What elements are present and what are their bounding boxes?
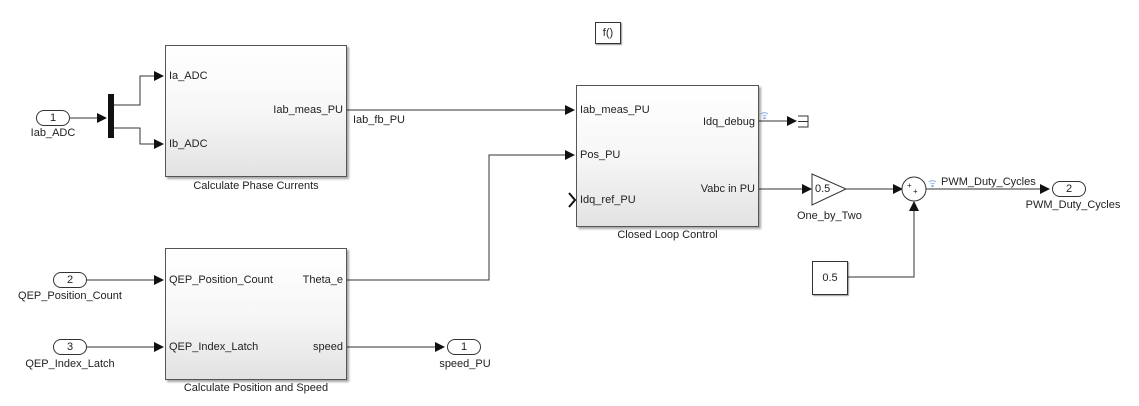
constant-block[interactable]: 0.5 <box>812 261 848 295</box>
gain-block[interactable] <box>811 173 848 206</box>
port-ia-adc: Ia_ADC <box>169 70 208 82</box>
port-theta-e: Theta_e <box>302 274 343 286</box>
subsystem-closed-loop-control[interactable]: Iab_meas_PU Pos_PU Idq_ref_PU Idq_debug … <box>576 85 759 227</box>
signal-log-icon <box>760 112 769 120</box>
port-vabc-in-pu: Vabc in PU <box>700 183 755 195</box>
gain-value: 0.5 <box>815 183 831 195</box>
wire-ib-adc[interactable] <box>114 127 164 149</box>
port-pos-pu: Pos_PU <box>580 149 621 161</box>
position-speed-title: Calculate Position and Speed <box>183 382 329 394</box>
inport-2-label: QEP_Position_Count <box>18 290 122 302</box>
function-call-block[interactable]: f() <box>595 22 621 44</box>
wire-theta-e[interactable] <box>346 150 575 281</box>
outport-2[interactable]: 2 <box>1052 181 1086 197</box>
sum-sign-1: + <box>907 181 912 190</box>
port-idq-debug: Idq_debug <box>703 116 755 128</box>
port-idq-ref-pu: Idq_ref_PU <box>580 194 636 206</box>
inport-3[interactable]: 3 <box>53 339 87 355</box>
outport-2-label: PWM_Duty_Cycles <box>1025 199 1121 211</box>
wire-constant[interactable] <box>847 201 919 278</box>
signal-label-iab-fb-pu[interactable]: Iab_fb_PU <box>353 114 405 126</box>
phase-currents-title: Calculate Phase Currents <box>193 180 319 192</box>
signal-log-icon <box>928 180 937 188</box>
sum-block[interactable] <box>901 176 927 202</box>
outport-1-label: speed_PU <box>439 358 491 370</box>
inport-1[interactable]: 1 <box>36 110 70 126</box>
sum-sign-2: + <box>913 187 918 196</box>
inport-3-label: QEP_Index_Latch <box>25 358 115 370</box>
mux-block[interactable] <box>108 94 114 138</box>
closed-loop-title: Closed Loop Control <box>617 229 718 241</box>
inport-2[interactable]: 2 <box>53 272 87 288</box>
port-qep-index-latch: QEP_Index_Latch <box>169 341 259 353</box>
subsystem-position-speed[interactable]: QEP_Position_Count QEP_Index_Latch Theta… <box>165 248 347 380</box>
subsystem-phase-currents[interactable]: Ia_ADC Ib_ADC Iab_meas_PU <box>165 45 347 177</box>
wire-ia-adc[interactable] <box>114 71 164 106</box>
outport-1[interactable]: 1 <box>447 339 481 355</box>
port-iab-meas-pu: Iab_meas_PU <box>273 104 343 116</box>
port-qep-position-count: QEP_Position_Count <box>169 274 273 286</box>
port-speed: speed <box>313 341 343 353</box>
inport-1-label: Iab_ADC <box>30 127 76 139</box>
idq-ref-port-chevron <box>568 192 577 208</box>
port-ib-adc: Ib_ADC <box>169 138 208 150</box>
terminator-block[interactable] <box>798 115 809 128</box>
gain-name: One_by_Two <box>797 210 862 222</box>
signal-label-pwm-duty-cycles[interactable]: PWM_Duty_Cycles <box>941 176 1036 188</box>
port-iab-meas-pu-in: Iab_meas_PU <box>580 104 650 116</box>
